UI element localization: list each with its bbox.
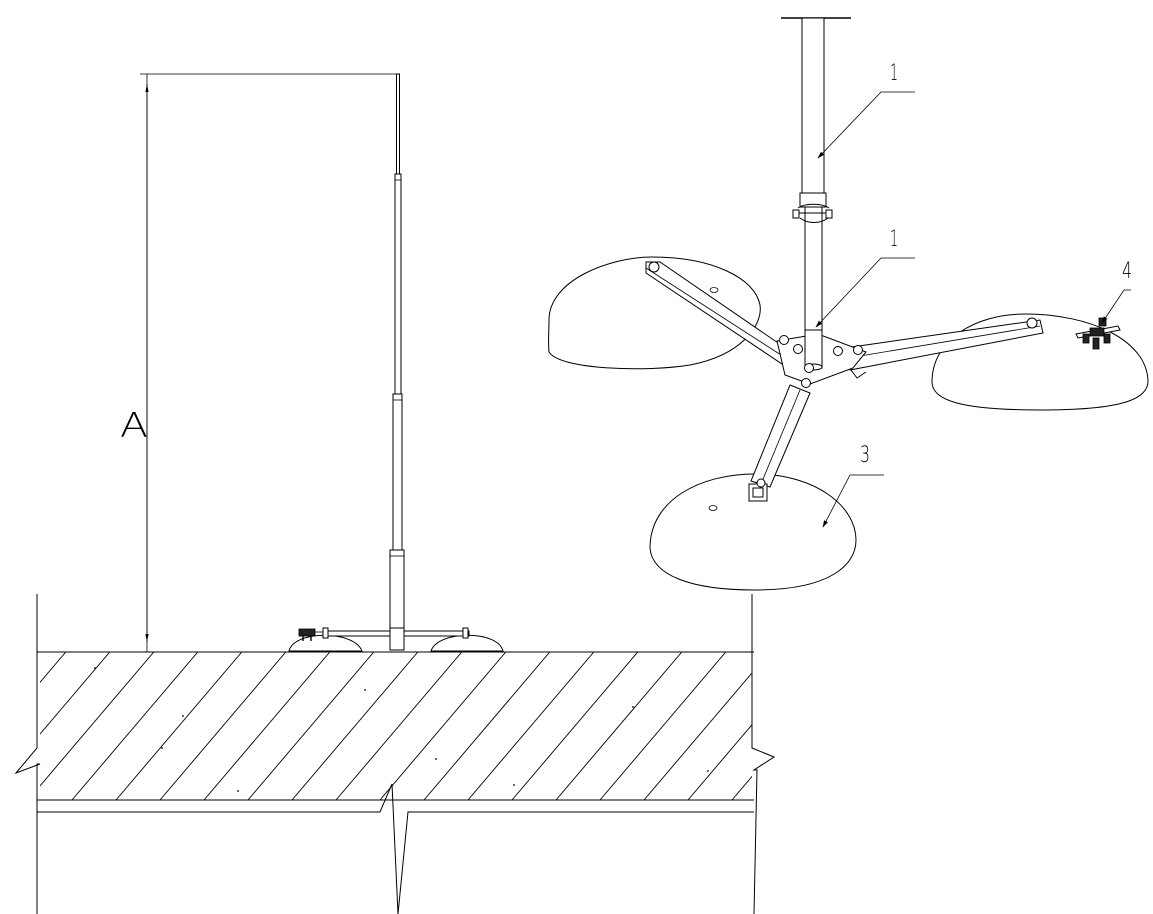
hatch-line: [203, 652, 331, 800]
dimension-label: A: [120, 406, 148, 446]
mast-3d: [781, 17, 851, 368]
callout-label-1b: 1: [890, 227, 898, 252]
hatch-line: [776, 652, 902, 800]
hatch-line: [820, 652, 946, 800]
hatch-line: [864, 652, 990, 800]
hatch-line: [467, 652, 595, 800]
hatch-line: [599, 652, 727, 800]
ballast-disc-left: [548, 256, 761, 370]
tripod-base: [645, 261, 1044, 502]
side-elevation: A: [14, 73, 990, 914]
hatch-line: [379, 652, 507, 800]
hatch-line: [335, 652, 463, 800]
ballast-disc-front: [649, 473, 857, 591]
callout-3: 3: [822, 443, 884, 528]
isometric-view: [548, 17, 1149, 591]
hatch-line: [687, 724, 752, 800]
dimension-a: A: [120, 73, 398, 652]
hatch-line: [40, 652, 67, 684]
hatch-line: [40, 652, 155, 787]
callout-4: 4: [1101, 259, 1132, 324]
callout-1-lower: 1: [815, 227, 915, 328]
hatch-line: [423, 652, 551, 800]
hatch-line: [40, 652, 111, 735]
callout-label-1a: 1: [890, 61, 898, 86]
hatch-line: [555, 652, 683, 800]
callout-1-upper: 1: [817, 61, 915, 159]
hatch-line: [247, 652, 375, 800]
base-side-view: [288, 627, 504, 652]
hatch-line: [115, 652, 243, 800]
concrete-slab: [14, 594, 990, 914]
callout-label-4: 4: [1122, 259, 1132, 284]
concrete-aggregate: [94, 667, 709, 792]
hatch-line: [643, 672, 752, 800]
hatch-line: [291, 652, 419, 800]
callout-label-3: 3: [860, 443, 870, 468]
hatch-line: [71, 652, 199, 800]
clamp-detail: [1075, 317, 1121, 350]
mast-side-view: [389, 73, 405, 651]
hatch-line: [511, 652, 639, 800]
slab-hatching: [40, 652, 990, 800]
hatch-line: [159, 652, 287, 800]
